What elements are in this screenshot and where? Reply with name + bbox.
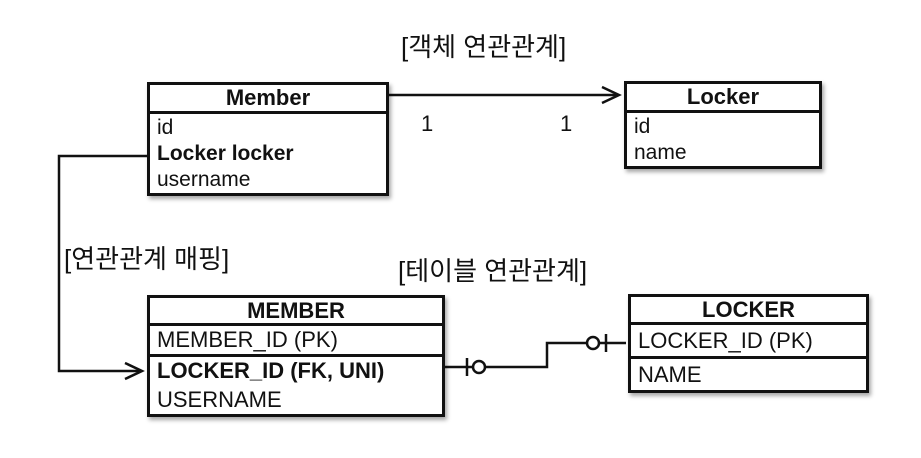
member-table-box: MEMBER MEMBER_ID (PK)LOCKER_ID (FK, UNI)…: [147, 295, 445, 417]
entity-row: MEMBER_ID (PK): [150, 326, 442, 358]
locker-table-columns: LOCKER_ID (PK)NAME: [631, 325, 866, 390]
entity-row: id: [157, 115, 174, 139]
cardinality-locker-side: 1: [560, 111, 573, 136]
mapping-label: [연관관계 매핑]: [64, 244, 230, 274]
cardinality-member-side: 1: [421, 111, 434, 136]
locker-class-fields: id name: [627, 113, 819, 166]
entity-row: id: [634, 114, 651, 138]
arrowhead-icon: [601, 85, 622, 105]
object-association-label: [객체 연관관계]: [401, 32, 567, 62]
member-table-title: MEMBER: [150, 298, 442, 326]
object-association-arrow: [389, 85, 622, 105]
table-association-label: [테이블 연관관계]: [398, 256, 588, 286]
entity-row: NAME: [638, 361, 702, 387]
member-class-title: Member: [150, 85, 386, 114]
entity-row: LOCKER_ID (FK, UNI): [157, 358, 385, 384]
locker-table-box: LOCKER LOCKER_ID (PK)NAME: [628, 294, 869, 393]
entity-row: name: [634, 141, 687, 165]
entity-row: Locker locker: [157, 141, 294, 165]
arrowhead-icon: [124, 361, 145, 381]
entity-row: username: [157, 168, 251, 192]
locker-class-title: Locker: [627, 84, 819, 113]
zero-circle-icon: [585, 335, 601, 351]
entity-row: LOCKER_ID (PK): [631, 325, 866, 359]
table-relationship-connector: [445, 334, 626, 376]
zero-circle-icon: [471, 359, 487, 375]
locker-table-title: LOCKER: [631, 297, 866, 325]
locker-class-box: Locker id name: [624, 81, 822, 169]
member-table-columns: MEMBER_ID (PK)LOCKER_ID (FK, UNI)USERNAM…: [150, 326, 442, 414]
entity-row: USERNAME: [157, 386, 282, 412]
